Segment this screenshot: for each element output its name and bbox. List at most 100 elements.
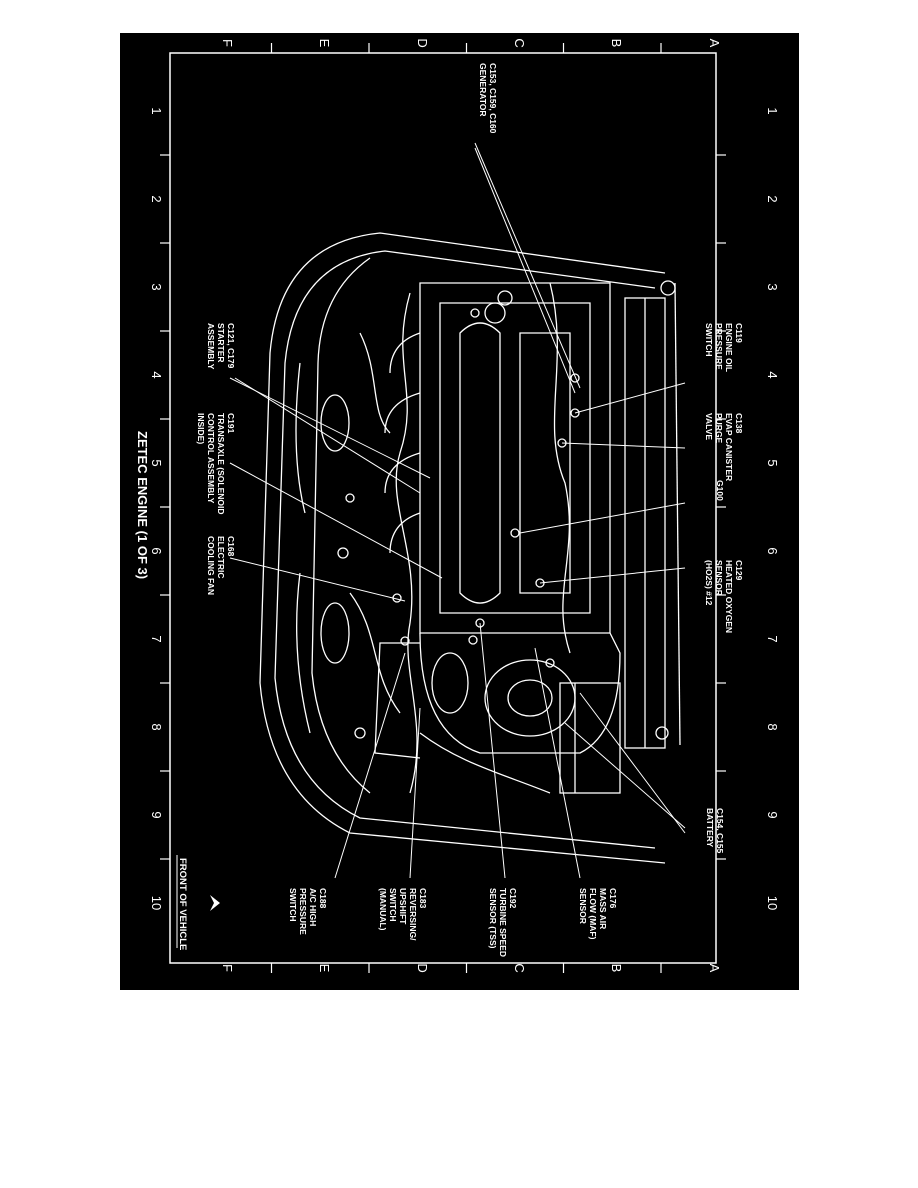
label-generator-line: GENERATOR — [478, 63, 488, 117]
label-tss-line: SENSOR (TSS) — [488, 888, 498, 949]
label-reversing-line: C183 — [418, 888, 428, 909]
diagram-frame — [169, 52, 717, 964]
grid-number-right-10: 10 — [765, 896, 780, 910]
label-ho2s-line: (HO2S) #12 — [704, 560, 714, 606]
label-g100: G100 — [715, 480, 725, 501]
grid-number-right-7: 7 — [765, 635, 780, 642]
label-ho2s-line: HEATED OXYGEN — [724, 560, 734, 633]
grid-number-right-6: 6 — [765, 547, 780, 554]
grid-letter-top-C: C — [512, 38, 527, 47]
label-transaxle-line: CONTROL ASSEMBLY — [206, 413, 216, 504]
grid-letter-bottom-D: D — [415, 963, 430, 972]
grid-number-left-6: 6 — [149, 547, 164, 554]
grid-number-left-5: 5 — [149, 459, 164, 466]
grid-number-left-3: 3 — [149, 283, 164, 290]
label-oil-pressure-line: PRESSURE — [714, 323, 724, 370]
label-evap-line: VALVE — [704, 413, 714, 440]
grid-number-right-9: 9 — [765, 811, 780, 818]
label-maf-line: FLOW (MAF) — [588, 888, 598, 940]
label-evap-line: C138 — [734, 413, 744, 434]
arrow-icon — [210, 895, 220, 911]
label-transaxle-line: C191 — [226, 413, 236, 434]
label-ho2s-line: C129 — [734, 560, 744, 581]
grid-letter-bottom-C: C — [512, 963, 527, 972]
engine-sketch — [259, 232, 681, 864]
label-transaxle-line: INSIDE) — [196, 413, 206, 444]
grid-number-left-10: 10 — [149, 896, 164, 910]
grid-number-left-2: 2 — [149, 195, 164, 202]
label-starter-line: C121, C179 — [226, 323, 236, 369]
label-g100-line: G100 — [715, 480, 725, 501]
grid-number-right-2: 2 — [765, 195, 780, 202]
label-maf-line: MASS AIR — [598, 888, 608, 929]
grid-number-right-3: 3 — [765, 283, 780, 290]
label-transaxle-line: TRANSAXLE (SOLENOID — [216, 413, 226, 515]
label-ho2s-line: SENSOR — [714, 560, 724, 596]
label-ac-line: PRESSURE — [298, 888, 308, 935]
label-fan-line: ELECTRIC — [216, 536, 226, 579]
grid-number-right-1: 1 — [765, 107, 780, 114]
label-battery-line: C154, C155 — [715, 808, 725, 854]
label-fan-line: C168 — [226, 536, 236, 557]
grid-letter-top-D: D — [415, 38, 430, 47]
label-evap-line: EVAP CANISTER — [724, 413, 734, 481]
grid-letter-top-A: A — [707, 39, 722, 48]
grid-letter-top-B: B — [609, 39, 624, 48]
grid-ticks — [160, 43, 726, 973]
grid-letter-top-E: E — [317, 39, 332, 48]
leader-lines — [229, 142, 686, 879]
label-ac-line: A/C HIGH — [308, 888, 318, 926]
label-oil-pressure-line: C119 — [734, 323, 744, 343]
page-title: ZETEC ENGINE (1 OF 3) — [135, 431, 150, 579]
grid-number-left-7: 7 — [149, 635, 164, 642]
grid-number-left-9: 9 — [149, 811, 164, 818]
label-fan-line: COOLING FAN — [206, 536, 216, 595]
label-reversing-line: (MANUAL) — [378, 888, 388, 931]
label-reversing-line: UPSHIFT — [398, 888, 408, 925]
label-tss-line: C192 — [508, 888, 518, 909]
label-oil-pressure-line: SWITCH — [704, 323, 714, 357]
label-oil-pressure-line: ENGINE OIL — [724, 323, 734, 372]
label-battery-line: BATTERY — [705, 808, 715, 848]
label-maf-line: SENSOR — [578, 888, 588, 924]
grid-letter-bottom-A: A — [707, 964, 722, 973]
label-generator-line: C153, C159, C160 — [488, 63, 498, 134]
label-ac-line: SWITCH — [288, 888, 298, 922]
label-starter-line: STARTER — [216, 323, 226, 363]
front-of-vehicle-marker — [176, 855, 220, 948]
label-evap-line: PURGE — [714, 413, 724, 444]
label-ac-line: C188 — [318, 888, 328, 909]
front-of-vehicle-label: FRONT OF VEHICLE — [177, 858, 188, 950]
label-tss-line: TURBINE SPEED — [498, 888, 508, 957]
label-maf-line: C176 — [608, 888, 618, 909]
grid-number-left-1: 1 — [149, 107, 164, 114]
label-reversing-line: REVERSING/ — [408, 888, 418, 941]
label-starter-line: ASSEMBLY — [206, 323, 216, 370]
grid-letter-bottom-E: E — [317, 964, 332, 973]
grid-number-right-8: 8 — [765, 723, 780, 730]
grid-letter-bottom-F: F — [220, 964, 235, 972]
grid-number-left-8: 8 — [149, 723, 164, 730]
grid-number-left-4: 4 — [149, 371, 164, 378]
grid-number-right-4: 4 — [765, 371, 780, 378]
grid-number-right-5: 5 — [765, 459, 780, 466]
label-reversing-line: SWITCH — [388, 888, 398, 922]
grid-letter-bottom-B: B — [609, 964, 624, 973]
grid-letter-top-F: F — [220, 39, 235, 47]
